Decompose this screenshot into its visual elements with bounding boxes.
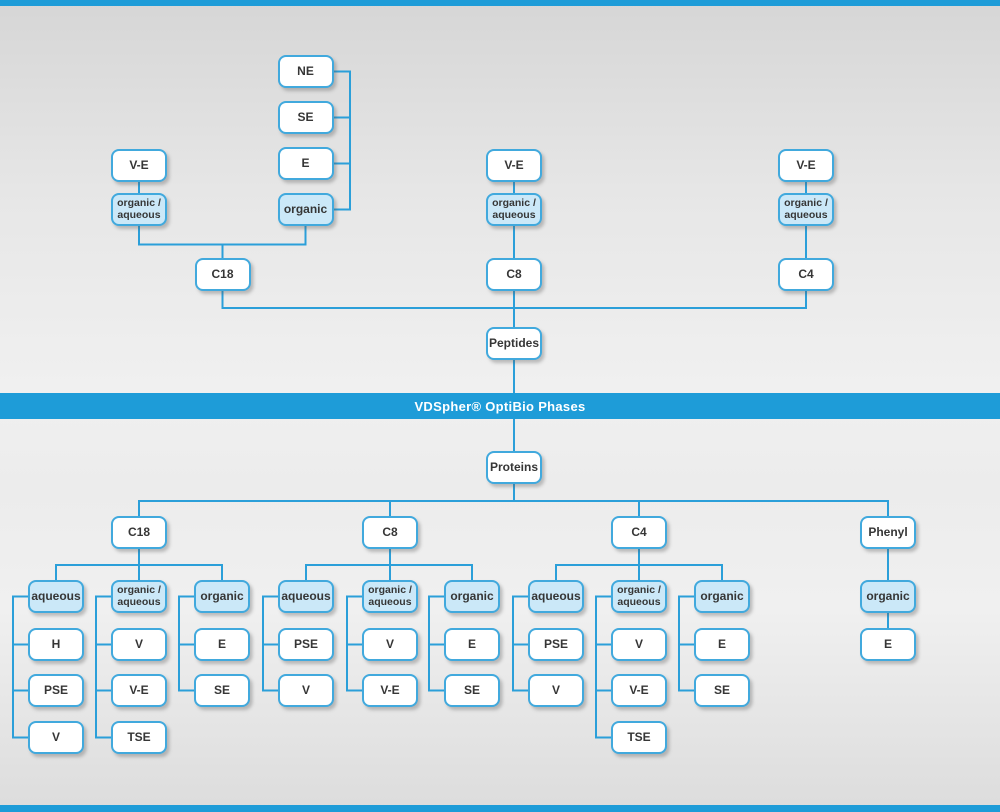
node-c18-orgaq-v: V	[111, 628, 167, 661]
node-orgaq-left: organic / aqueous	[111, 193, 167, 226]
node-phenyl: Phenyl	[860, 516, 916, 549]
node-ne-top: NE	[277, 55, 334, 88]
node-c18-aq-h: H	[28, 628, 84, 661]
title-banner: VDSpher® OptiBio Phases	[0, 393, 1000, 419]
node-c4-aq-v: V	[528, 674, 584, 707]
node-c4-org-se: SE	[694, 674, 750, 707]
node-c18-organic: organic	[194, 580, 250, 613]
node-c4-orgaq-ve: V-E	[611, 674, 667, 707]
connector-line	[595, 595, 611, 739]
node-c8-organic: organic	[444, 580, 500, 613]
node-c18-aqueous: aqueous	[28, 580, 84, 613]
node-c4-proteins: C4	[611, 516, 667, 549]
node-c18-org-e: E	[194, 628, 250, 661]
node-proteins: Proteins	[486, 451, 542, 484]
node-c18-org-se: SE	[194, 674, 250, 707]
node-c4-peptides: C4	[778, 258, 834, 291]
node-c8-org-e: E	[444, 628, 500, 661]
node-c8-orgaq-ve: V-E	[362, 674, 418, 707]
node-c4-orgaq: organic / aqueous	[611, 580, 667, 613]
node-orgaq-mid: organic / aqueous	[486, 193, 542, 226]
node-c4-org-e: E	[694, 628, 750, 661]
bottom-accent-bar	[0, 805, 1000, 812]
node-organic-top: organic	[277, 193, 334, 226]
node-c18-orgaq-ve: V-E	[111, 674, 167, 707]
node-c8-aq-pse: PSE	[278, 628, 334, 661]
node-c18-peptides: C18	[194, 258, 251, 291]
node-peptides: Peptides	[486, 327, 542, 360]
node-ve-right: V-E	[778, 149, 834, 182]
node-c8-org-se: SE	[444, 674, 500, 707]
node-c18-aq-pse: PSE	[28, 674, 84, 707]
node-c4-aq-pse: PSE	[528, 628, 584, 661]
node-phenyl-organic: organic	[860, 580, 916, 613]
node-ve-mid: V-E	[486, 149, 542, 182]
connector-line	[12, 595, 28, 739]
node-c4-aqueous: aqueous	[528, 580, 584, 613]
banner-title: VDSpher® OptiBio Phases	[414, 398, 586, 414]
top-accent-bar	[0, 0, 1000, 6]
node-c8-aq-v: V	[278, 674, 334, 707]
node-c8-orgaq-v: V	[362, 628, 418, 661]
node-c18-orgaq: organic / aqueous	[111, 580, 167, 613]
node-se-top: SE	[277, 101, 334, 134]
node-e-top: E	[277, 147, 334, 180]
node-phenyl-org-e: E	[860, 628, 916, 661]
node-c8-aqueous: aqueous	[278, 580, 334, 613]
node-c8-orgaq: organic / aqueous	[362, 580, 418, 613]
node-c18-proteins: C18	[111, 516, 167, 549]
node-c18-aq-v: V	[28, 721, 84, 754]
connector-line	[333, 70, 351, 211]
node-orgaq-right: organic / aqueous	[778, 193, 834, 226]
node-ve-left: V-E	[111, 149, 167, 182]
node-c18-orgaq-tse: TSE	[111, 721, 167, 754]
node-c4-organic: organic	[694, 580, 750, 613]
node-c4-orgaq-v: V	[611, 628, 667, 661]
node-c4-orgaq-tse: TSE	[611, 721, 667, 754]
connector-line	[95, 595, 111, 739]
node-c8-proteins: C8	[362, 516, 418, 549]
node-c8-peptides: C8	[486, 258, 542, 291]
connector-line	[138, 500, 889, 516]
